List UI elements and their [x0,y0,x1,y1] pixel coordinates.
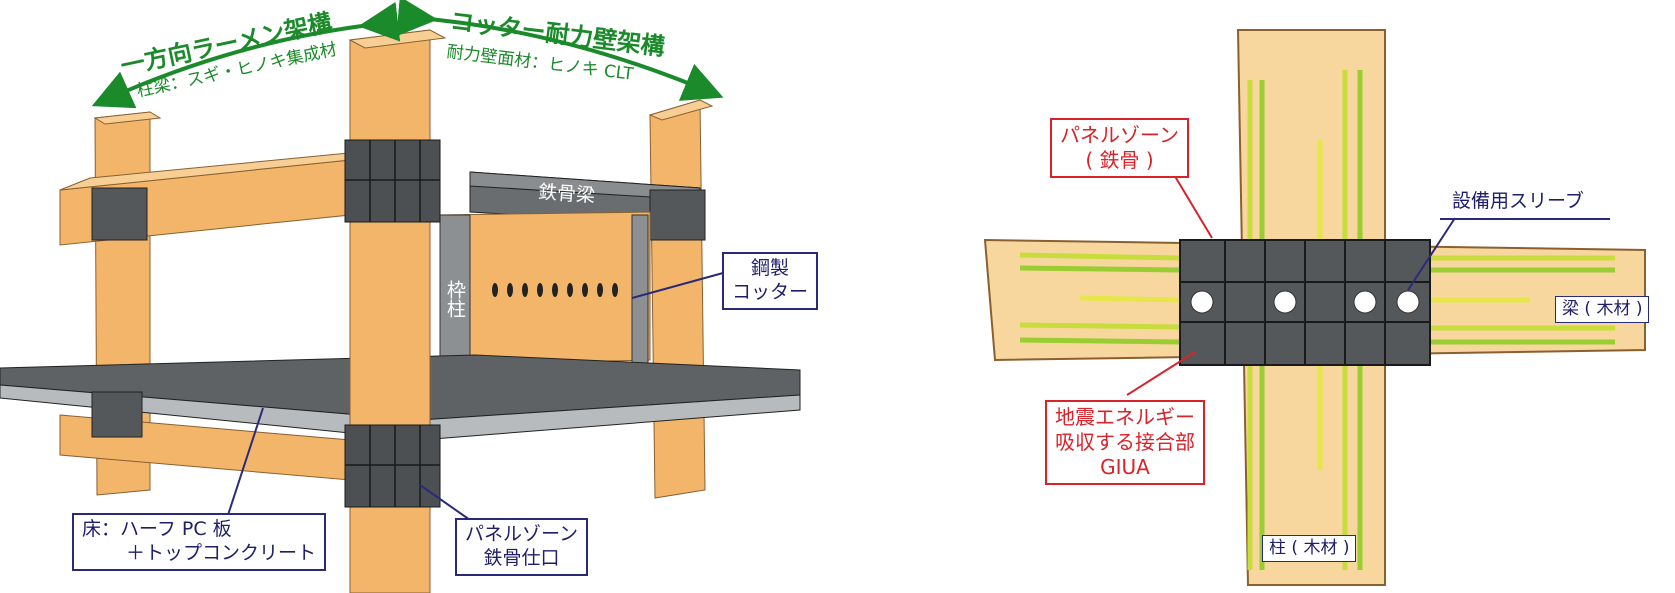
sleeve-underline [1440,218,1610,220]
panel-zone-finish-label: パネルゾーン 鉄骨仕口 [455,518,589,576]
joint-plan-view [983,29,1646,586]
giua-label: 地震エネルギー 吸収する接合部 GIUA [1045,400,1205,485]
cotter-arrow [396,0,724,101]
cotter-slots [492,283,618,297]
giua-line1: 地震エネルギー [1055,405,1195,429]
steel-joint-left [91,187,148,241]
plan-sleeves [1190,290,1420,314]
back-right-column [649,99,706,499]
structure-3d-view [0,0,801,593]
frame-column-text: 枠柱 [443,280,466,318]
giua-line3: GIUA [1100,455,1150,479]
steel-joint-lower [344,424,441,508]
steel-cotter-line1: 鋼製 [751,257,790,279]
floor-label: 床：ハーフ PC 板 ＋トップコンクリート [72,513,327,571]
panel-zone-finish-line1: パネルゾーン [465,523,579,545]
giua-line2: 吸収する接合部 [1055,430,1195,454]
panel-zone-finish-line2: 鉄骨仕口 [483,546,560,569]
steel-beam-label: 鉄骨梁 [537,181,596,207]
panel-zone-steel-line2: ( 鉄骨 ) [1085,148,1154,172]
sleeve-label: 設備用スリーブ [1452,190,1584,214]
rahmen-arrow [91,1,401,109]
front-column [349,29,431,593]
clt-wall [439,211,651,366]
beam-wood-label: 梁 ( 木材 ) [1555,296,1650,324]
steel-cotter-line2: コッター [732,280,809,303]
panel-zone-steel-line1: パネルゾーン [1060,123,1179,147]
sleeve-text: 設備用スリーブ [1452,190,1584,212]
panel-zone-steel-label: パネルゾーン ( 鉄骨 ) [1050,118,1189,178]
floor-line2: ＋トップコンクリート [126,541,317,564]
frame-column-label: 枠柱 [444,280,468,323]
steel-joint-upper [344,139,441,223]
floor-line1: 床：ハーフ PC 板 [82,518,232,540]
glued-in-rods-horizontal [1019,252,1615,345]
steel-cotter-label: 鋼製 コッター [722,252,819,310]
column-wood-label: 柱 ( 木材 ) [1262,535,1357,563]
